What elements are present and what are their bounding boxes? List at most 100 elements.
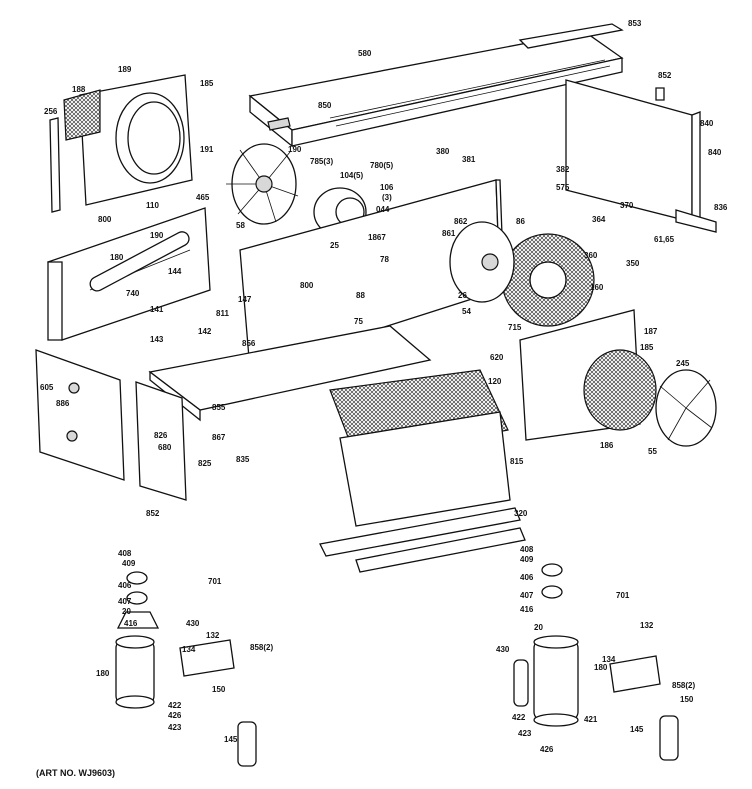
callout-c78: 20: [122, 607, 131, 616]
compressor-left: [115, 571, 160, 709]
callout-c84: 134: [182, 645, 196, 654]
callout-c57: 185: [640, 343, 654, 352]
callout-c95: 416: [520, 605, 534, 614]
callout-c10: 840: [708, 148, 722, 157]
callout-c46: 147: [238, 295, 252, 304]
control-panel: [35, 349, 125, 481]
callout-c73: 320: [514, 509, 528, 518]
callout-c2: 580: [358, 49, 372, 58]
callout-c53: 54: [462, 307, 471, 316]
callout-c44: 740: [126, 289, 140, 298]
callout-c32: 862: [454, 217, 468, 226]
right-fan-shroud: [519, 309, 657, 441]
callout-c63: 120: [488, 377, 502, 386]
callout-c101: 132: [640, 621, 654, 630]
callout-c91: 408: [520, 545, 534, 554]
callout-c9: 840: [700, 119, 714, 128]
callout-c24: 370: [620, 201, 634, 210]
side-bracket: [135, 381, 187, 501]
callout-c87: 422: [168, 701, 182, 710]
front-panel: [319, 411, 526, 573]
callout-c13: 190: [288, 145, 302, 154]
callout-c21: 382: [556, 165, 570, 174]
callout-c99: 180: [594, 663, 608, 672]
callout-c11: 836: [714, 203, 728, 212]
callout-c47: 142: [198, 327, 212, 336]
callout-c80: 701: [208, 577, 222, 586]
right-fan-blade: [655, 369, 717, 447]
callout-c37: 350: [626, 259, 640, 268]
callout-c105: 421: [584, 715, 598, 724]
callout-c77: 407: [118, 597, 132, 606]
callout-c93: 406: [520, 573, 534, 582]
callout-c102: 858(2): [672, 681, 695, 690]
fan-blade: [226, 143, 299, 225]
callout-c18: (3): [382, 193, 392, 202]
callout-c88: 426: [168, 711, 182, 720]
callout-c36: 360: [584, 251, 598, 260]
callout-c98: 430: [496, 645, 510, 654]
callout-c79: 416: [124, 619, 138, 628]
callout-c60: 605: [40, 383, 54, 392]
callout-c82: 132: [206, 631, 220, 640]
callout-c40: 78: [380, 255, 389, 264]
accumulator-left: [237, 721, 257, 767]
callout-c51: 88: [356, 291, 365, 300]
callout-c35: 160: [590, 283, 604, 292]
callout-c103: 150: [680, 695, 694, 704]
callout-c1: 853: [628, 19, 642, 28]
callout-c72: 852: [146, 509, 160, 518]
callout-c28: 190: [150, 231, 164, 240]
callout-c68: 867: [212, 433, 226, 442]
callout-c64: 186: [600, 441, 614, 450]
callout-c92: 409: [520, 555, 534, 564]
callout-c61: 886: [56, 399, 70, 408]
blower-motor: [449, 221, 515, 303]
callout-c41: 26: [458, 291, 467, 300]
callout-c74: 408: [118, 549, 132, 558]
callout-c54: 715: [508, 323, 522, 332]
callout-c31: 044: [376, 205, 390, 214]
terminal-block-left: [179, 639, 235, 677]
callout-c55: 620: [490, 353, 504, 362]
callout-c16: 780(5): [370, 161, 393, 170]
callout-c33: 861: [442, 229, 456, 238]
callout-c34: 86: [516, 217, 525, 226]
callout-c90: 145: [224, 735, 238, 744]
callout-c27: 110: [146, 201, 159, 210]
callout-c81: 430: [186, 619, 200, 628]
callout-c6: 185: [200, 79, 214, 88]
callout-c22: 575: [556, 183, 570, 192]
callout-c48: 143: [150, 335, 164, 344]
callout-c26: 800: [98, 215, 112, 224]
callout-c38: 58: [236, 221, 245, 230]
callout-c12: 191: [200, 145, 214, 154]
right-side-panel: [565, 79, 717, 233]
callout-c39: 1867: [368, 233, 386, 242]
callout-c107: 426: [540, 745, 554, 754]
callout-c52: 75: [354, 317, 363, 326]
terminal-block-right: [609, 655, 661, 693]
callout-c106: 423: [518, 729, 532, 738]
callout-c67: 680: [158, 443, 172, 452]
blower-wheel: [501, 233, 595, 327]
callout-c97: 20: [534, 623, 543, 632]
callout-c19: 380: [436, 147, 450, 156]
callout-c42: 180: [110, 253, 124, 262]
callout-c29: 465: [196, 193, 210, 202]
callout-c56: 187: [644, 327, 658, 336]
callout-c62: 855: [212, 403, 226, 412]
callout-c86: 150: [212, 685, 226, 694]
callout-c8: 852: [658, 71, 672, 80]
callout-c89: 423: [168, 723, 182, 732]
callout-c25: 61,65: [654, 235, 675, 244]
callout-c50: 800: [300, 281, 314, 290]
callout-c43: 144: [168, 267, 182, 276]
callout-c65: 55: [648, 447, 657, 456]
callout-c49: 811: [216, 309, 229, 318]
condenser-coil: [47, 207, 211, 341]
callout-c20: 381: [462, 155, 476, 164]
callout-c83: 858(2): [250, 643, 273, 652]
